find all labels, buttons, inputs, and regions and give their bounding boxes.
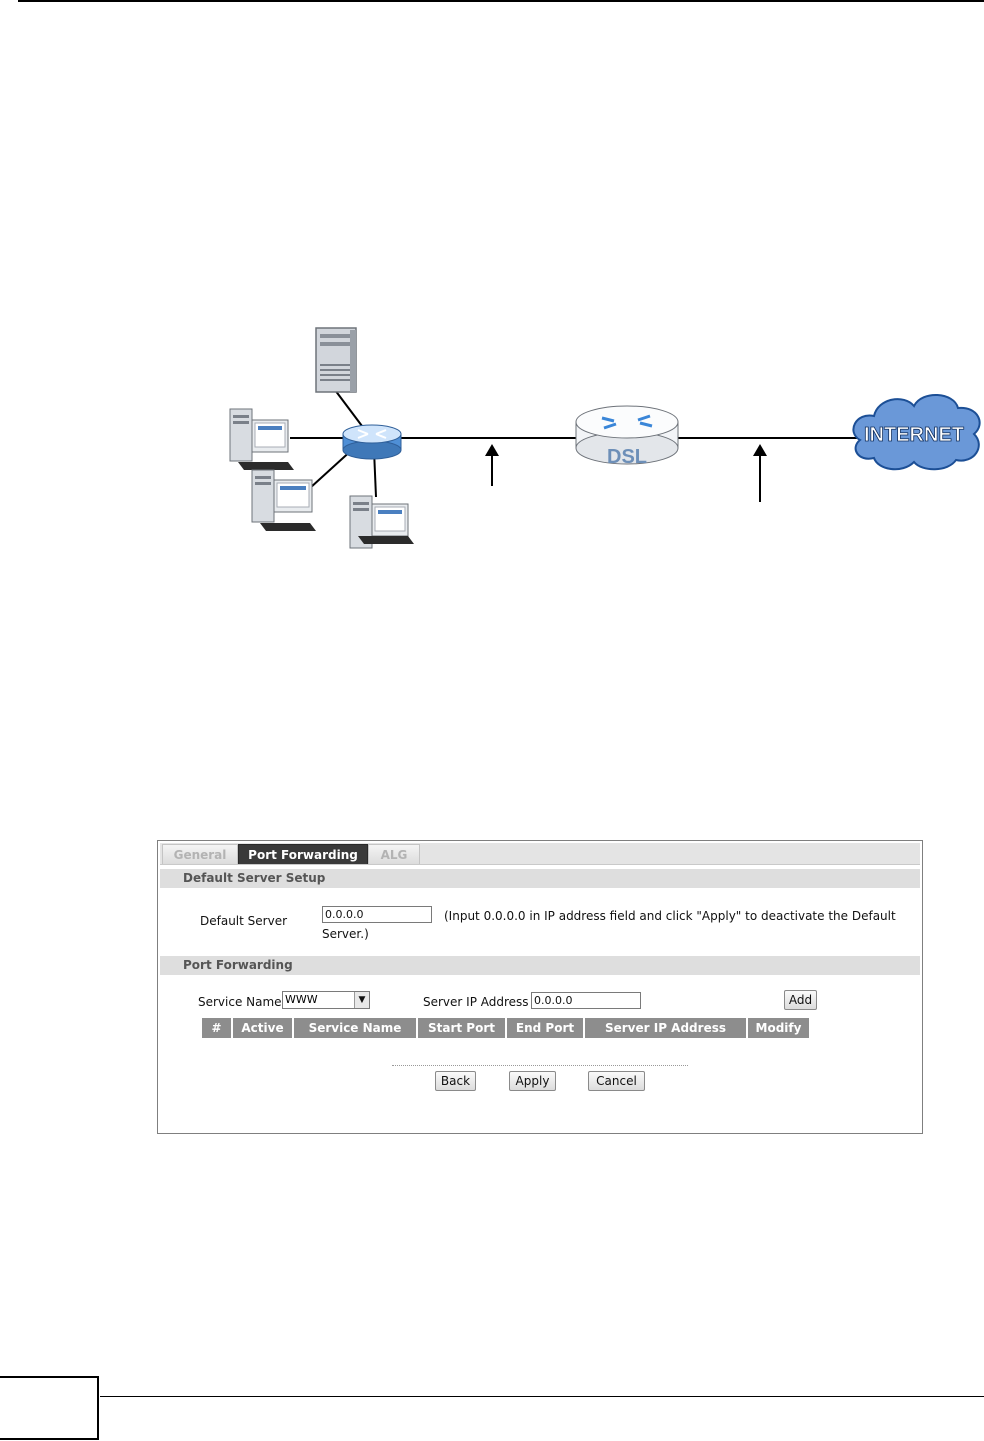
default-server-hint-continued: Server.): [322, 927, 369, 941]
port-forwarding-header: Port Forwarding: [160, 956, 920, 975]
add-button[interactable]: Add: [784, 990, 817, 1010]
dsl-router-icon: DSL: [575, 405, 679, 468]
dsl-label: DSL: [607, 446, 647, 468]
column-header-start-port: Start Port: [418, 1018, 507, 1038]
server-ip-label: Server IP Address: [423, 995, 529, 1009]
server-icon: [315, 327, 357, 393]
switch-icon: [342, 424, 402, 460]
nat-port-forwarding-screen: General Port Forwarding ALG Default Serv…: [157, 840, 923, 1134]
tab-alg[interactable]: ALG: [368, 844, 420, 864]
service-name-label: Service Name: [198, 995, 282, 1009]
divider: [392, 1065, 688, 1066]
service-name-value: WWW: [285, 993, 318, 1006]
chevron-down-icon[interactable]: ▼: [354, 992, 369, 1008]
column-header-modify: Modify: [748, 1018, 811, 1038]
computer-icon: [251, 469, 316, 531]
column-header-number: #: [202, 1018, 233, 1038]
top-rule: [18, 0, 984, 2]
network-diagram: DSL INTERNET: [210, 320, 984, 555]
computer-icon: [229, 408, 294, 470]
apply-button[interactable]: Apply: [509, 1071, 556, 1091]
page-number-box: [0, 1376, 99, 1440]
tab-general[interactable]: General: [162, 844, 238, 864]
internet-label: INTERNET: [864, 424, 964, 446]
default-server-input[interactable]: [322, 906, 432, 923]
back-button[interactable]: Back: [435, 1071, 476, 1091]
default-server-setup-header: Default Server Setup: [160, 869, 920, 888]
tab-bar: General Port Forwarding ALG: [160, 843, 920, 865]
column-header-server-ip: Server IP Address: [585, 1018, 748, 1038]
cancel-button[interactable]: Cancel: [588, 1071, 645, 1091]
service-name-select[interactable]: WWW ▼: [282, 991, 370, 1009]
default-server-label: Default Server: [200, 914, 288, 928]
internet-cloud-icon: INTERNET: [852, 393, 981, 471]
default-server-hint: (Input 0.0.0.0 in IP address field and c…: [444, 909, 896, 923]
column-header-active: Active: [233, 1018, 294, 1038]
computer-icon: [349, 495, 414, 549]
column-header-service-name: Service Name: [294, 1018, 418, 1038]
arrow-icon: [485, 444, 499, 486]
bottom-rule: [100, 1396, 984, 1397]
arrow-icon: [753, 444, 767, 502]
tab-port-forwarding[interactable]: Port Forwarding: [238, 844, 368, 864]
column-header-end-port: End Port: [507, 1018, 585, 1038]
server-ip-input[interactable]: [531, 992, 641, 1009]
